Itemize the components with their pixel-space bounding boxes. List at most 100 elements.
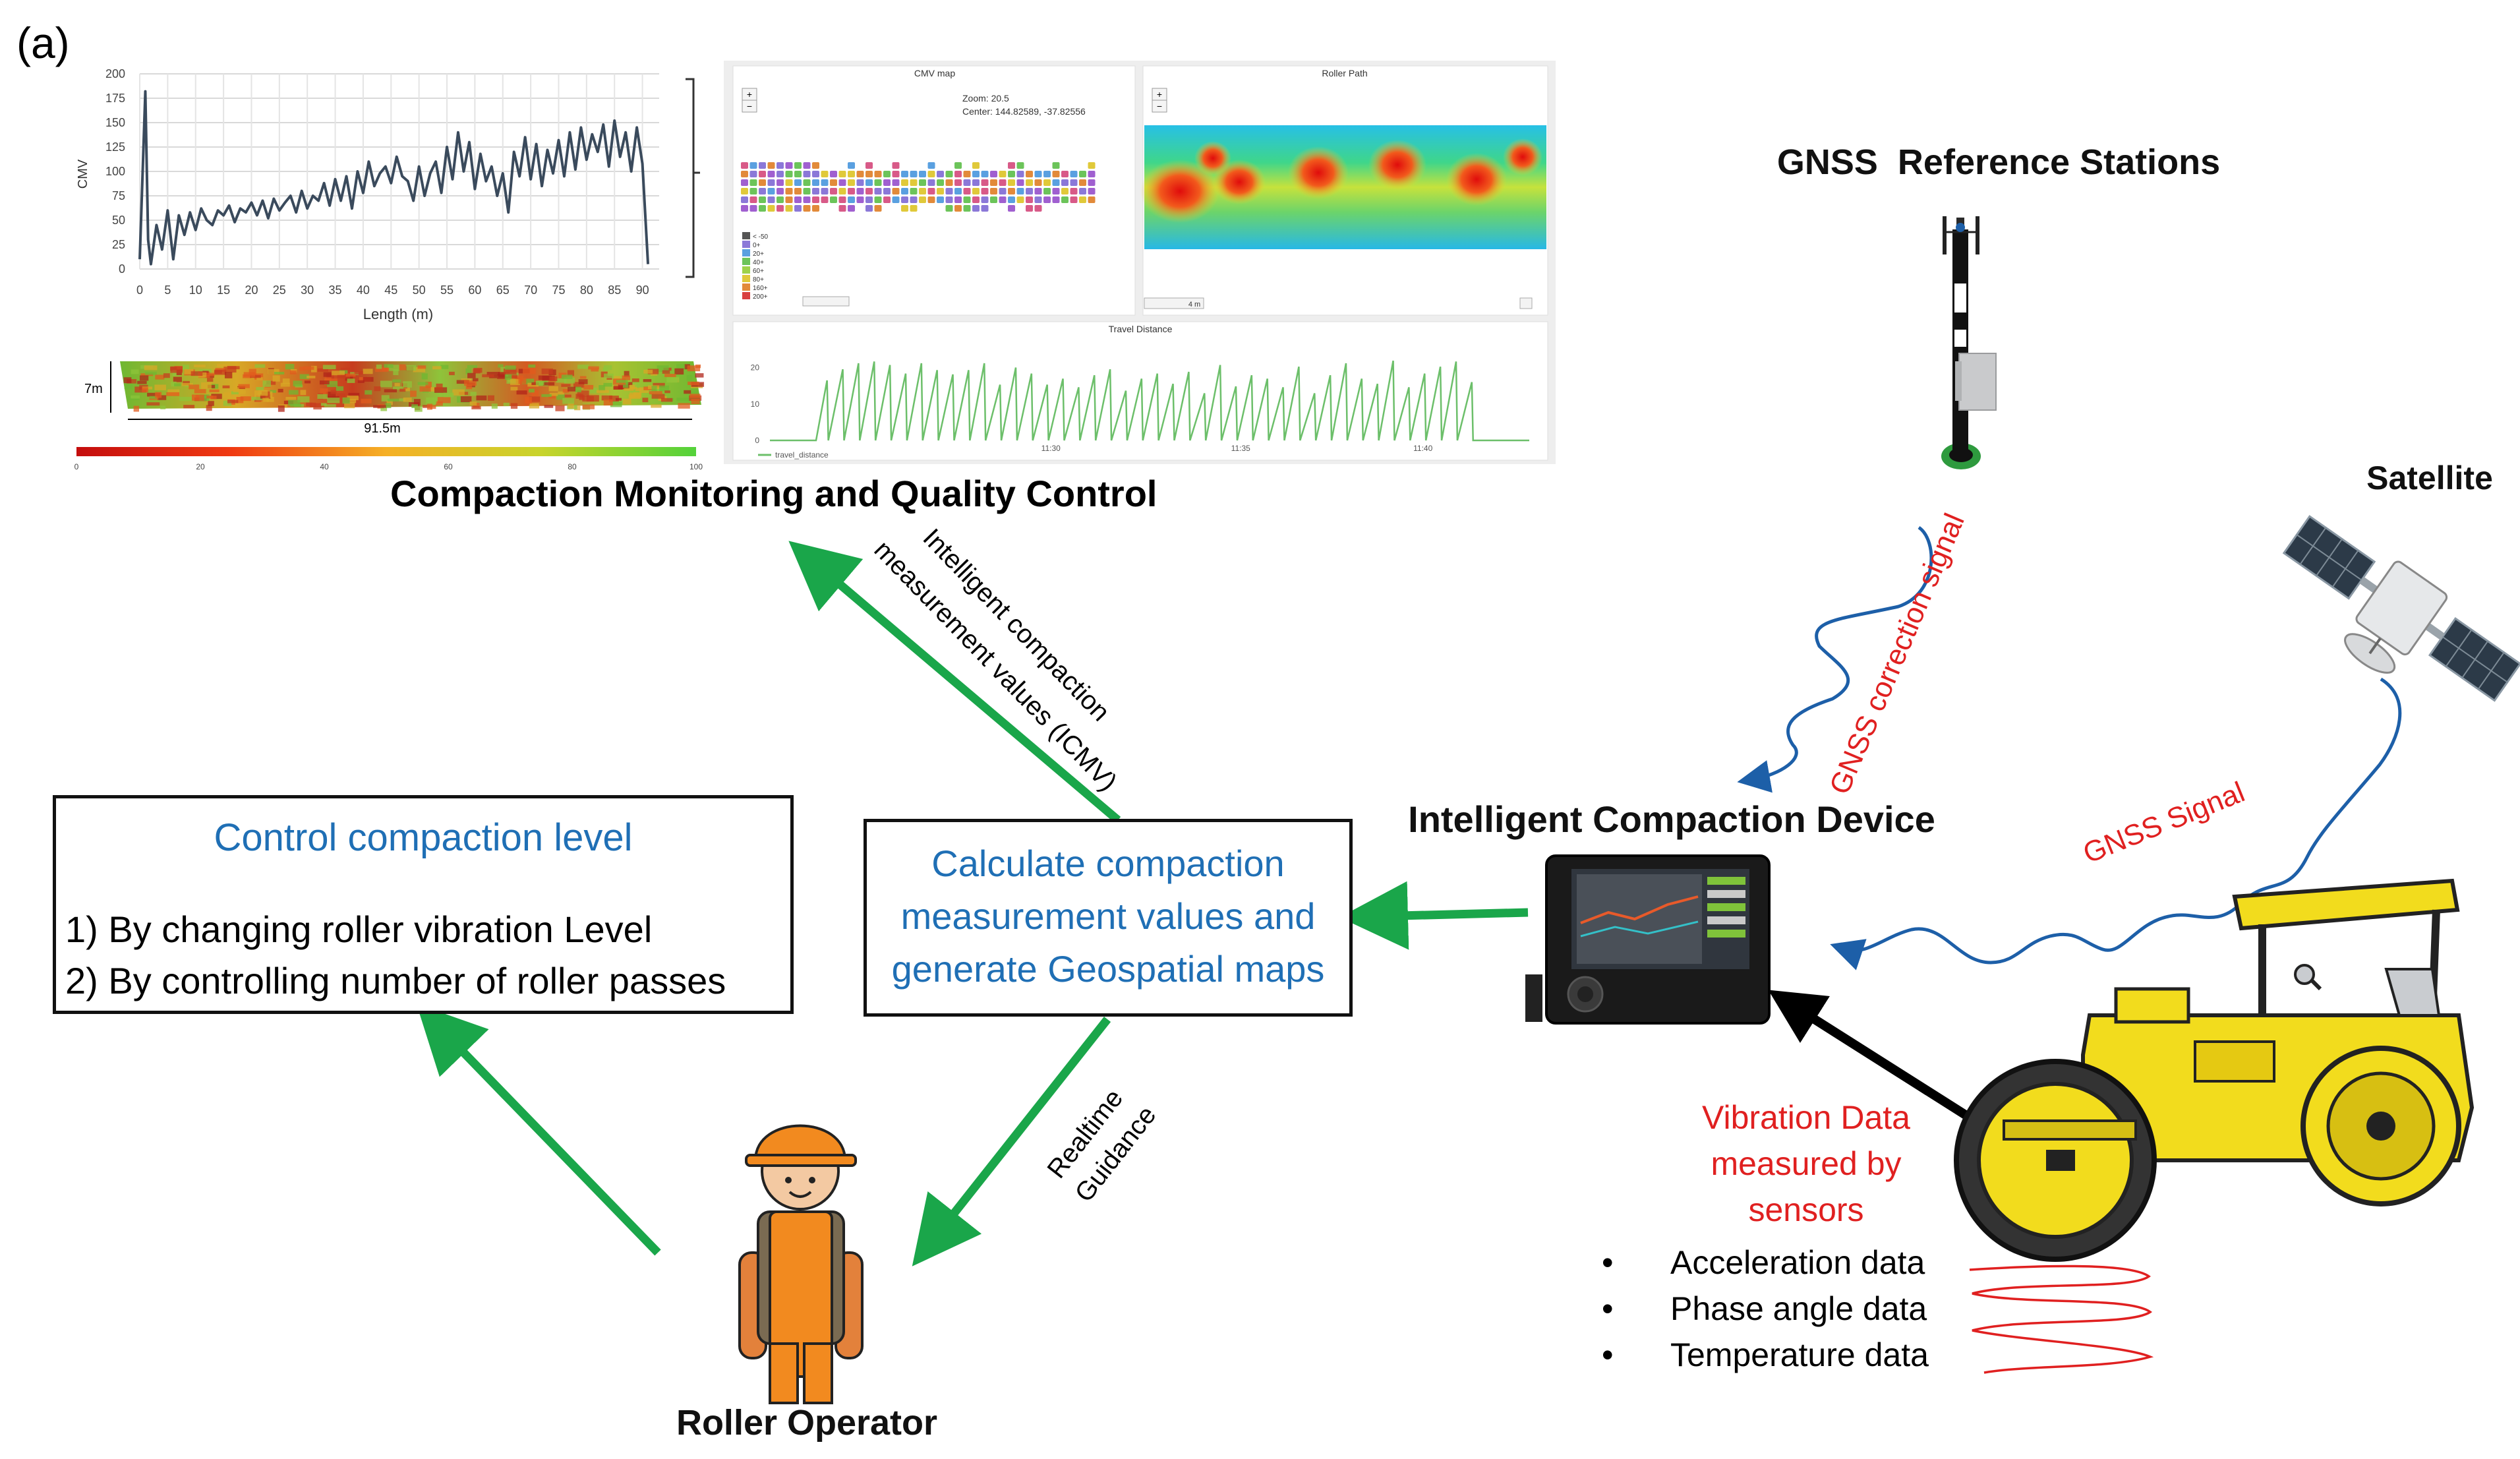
map-cell <box>803 205 811 212</box>
map-cell <box>848 188 855 194</box>
calc-box-line1: Calculate compaction <box>931 843 1285 884</box>
x-tick-label: 75 <box>552 283 565 297</box>
map-cell <box>865 162 873 169</box>
y-tick-label: 175 <box>105 92 125 105</box>
scale-tick-label: 0 <box>74 462 79 471</box>
map-cell <box>838 205 846 212</box>
y-tick-label: 125 <box>105 140 125 154</box>
map-cell <box>1079 179 1086 186</box>
strip-cell <box>503 368 517 375</box>
map-cell <box>954 162 962 169</box>
strip-cell <box>684 390 691 394</box>
map-cell <box>1079 171 1086 177</box>
x-tick-label: 65 <box>496 283 510 297</box>
map-cell <box>1070 171 1078 177</box>
strip-cell <box>591 369 599 372</box>
strip-cell <box>155 392 162 398</box>
map-cell <box>972 179 980 186</box>
map-cell <box>785 205 793 212</box>
strip-width-label: 7m <box>84 382 103 396</box>
strip-cell <box>582 404 595 409</box>
map-cell <box>767 179 775 186</box>
vibration-title-line2: measured by <box>1711 1145 1902 1182</box>
strip-cell <box>443 392 454 398</box>
map-zoom-out-button[interactable] <box>742 100 757 113</box>
map-cell <box>874 171 882 177</box>
intelligent-compaction-device-illustration <box>1525 854 1771 1025</box>
map-cell <box>945 179 953 186</box>
map-cell <box>919 179 926 186</box>
heat-spot <box>1194 141 1231 175</box>
strip-cell <box>423 405 430 408</box>
map-cell <box>1088 188 1096 194</box>
strip-cell <box>131 395 140 399</box>
strip-cell <box>313 403 322 410</box>
strip-cell <box>224 372 233 378</box>
strip-cell <box>410 390 417 397</box>
strip-cell <box>523 368 536 374</box>
strip-cell <box>473 367 483 373</box>
map-cell <box>1052 171 1060 177</box>
strip-cell <box>629 392 641 400</box>
path-info-button[interactable] <box>1519 297 1533 309</box>
map-cell <box>963 171 971 177</box>
map-cell <box>812 188 819 194</box>
map-zoom-in-label: + <box>747 89 752 100</box>
monitoring-title: Compaction Monitoring and Quality Contro… <box>390 473 1157 514</box>
map-cell <box>1070 188 1078 194</box>
strip-cell <box>349 399 357 403</box>
map-cell <box>848 179 855 186</box>
strip-cell <box>434 387 448 393</box>
strip-cell <box>206 396 214 399</box>
map-cell <box>990 188 997 194</box>
strip-cell <box>285 397 297 400</box>
strip-cell <box>227 366 240 370</box>
map-cell <box>1079 196 1086 203</box>
scale-tick-label: 60 <box>444 462 453 471</box>
strip-cell <box>500 367 506 372</box>
map-cell <box>999 188 1007 194</box>
map-cell <box>1008 179 1015 186</box>
map-cell <box>981 179 989 186</box>
strip-cell <box>137 380 147 384</box>
strip-cell <box>432 366 442 370</box>
x-tick-label: 40 <box>357 283 370 297</box>
map-cell <box>1070 196 1078 203</box>
strip-cell <box>191 394 204 401</box>
map-cell <box>910 179 918 186</box>
strip-cell <box>436 383 443 390</box>
strip-cell <box>217 364 227 367</box>
strip-cell <box>503 402 510 407</box>
map-cell <box>1008 188 1015 194</box>
strip-cell <box>558 391 564 396</box>
strip-cell <box>387 365 400 371</box>
roller-path-title: Roller Path <box>1322 68 1367 78</box>
map-cell <box>910 171 918 177</box>
map-cell <box>954 179 962 186</box>
strip-cell <box>209 389 220 392</box>
path-zoom-out-button[interactable] <box>1152 100 1167 113</box>
strip-cell <box>166 392 180 396</box>
strip-cell <box>337 374 351 378</box>
strip-cell <box>473 378 479 382</box>
strip-cell <box>568 402 574 409</box>
map-cell <box>777 162 784 169</box>
list-item: •Temperature data <box>1602 1332 1929 1378</box>
strip-cell <box>430 405 436 409</box>
strip-cell <box>182 365 189 371</box>
strip-cell <box>504 374 512 380</box>
strip-cell <box>622 375 631 380</box>
map-cell <box>945 188 953 194</box>
map-cell <box>749 196 757 203</box>
heat-spot <box>1503 138 1542 175</box>
strip-cell <box>626 382 633 386</box>
map-cell <box>999 179 1007 186</box>
strip-cell <box>239 390 246 394</box>
map-cell <box>759 179 766 186</box>
road-roller-illustration <box>1954 878 2475 1262</box>
map-cell <box>749 205 757 212</box>
strip-cell <box>262 398 269 402</box>
strip-cell <box>417 382 428 385</box>
